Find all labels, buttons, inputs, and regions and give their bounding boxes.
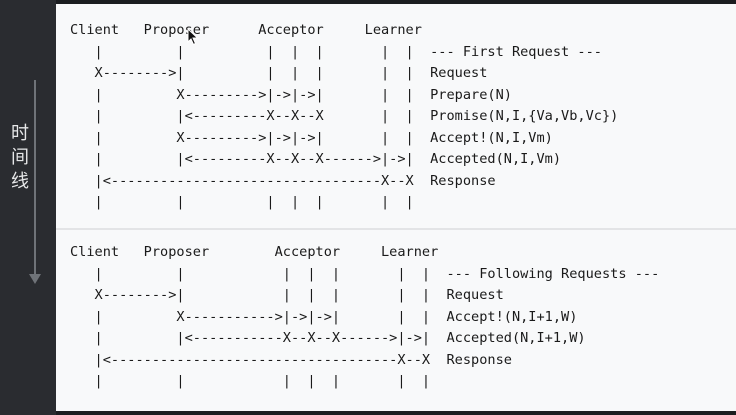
following-requests-sequence: Client Proposer Acceptor Learner | | | |… bbox=[70, 242, 659, 393]
first-request-line: Client Proposer Acceptor Learner bbox=[70, 22, 422, 38]
first-request-line: | X--------->|->|->| | | Prepare(N) bbox=[70, 86, 512, 103]
following-request-line: Client Proposer Acceptor Learner bbox=[70, 244, 439, 260]
first-request-line: | |<---------X--X--X------>|->| Accepted… bbox=[70, 151, 562, 167]
first-request-line: | |<---------X--X--X | | Promise(N,I,{Va… bbox=[70, 108, 619, 124]
following-request-line: | X----------->|->|->| | | Accept!(N,I+1… bbox=[70, 308, 578, 325]
first-request-line: | | | | | | | bbox=[70, 194, 414, 210]
first-request-line: | | | | | | | --- First Request --- bbox=[70, 43, 602, 60]
following-request-line: | | | | | | | --- Following Requests --- bbox=[70, 265, 660, 282]
timeline-label: 时间线 bbox=[7, 122, 33, 194]
first-request-line: |<---------------------------------X--X … bbox=[70, 172, 496, 189]
following-request-line: | |<-----------X--X--X------>|->| Accept… bbox=[70, 330, 586, 346]
section-divider bbox=[56, 228, 736, 230]
first-request-line: X-------->| | | | | | Request bbox=[70, 65, 488, 81]
following-request-line: | | | | | | | bbox=[70, 373, 431, 389]
mouse-cursor-icon bbox=[187, 28, 199, 46]
timeline-arrow-head bbox=[29, 274, 41, 284]
first-request-sequence: Client Proposer Acceptor Learner | | | |… bbox=[70, 20, 618, 214]
paxos-diagram-slide: Client Proposer Acceptor Learner | | | |… bbox=[56, 4, 736, 411]
timeline-arrow-line bbox=[34, 80, 36, 276]
following-request-line: X-------->| | | | | | Request bbox=[70, 287, 504, 303]
timeline-panel: 时间线 bbox=[0, 0, 56, 415]
following-request-line: |<-----------------------------------X--… bbox=[70, 351, 512, 368]
first-request-line: | X--------->|->|->| | | Accept!(N,I,Vm) bbox=[70, 129, 553, 146]
